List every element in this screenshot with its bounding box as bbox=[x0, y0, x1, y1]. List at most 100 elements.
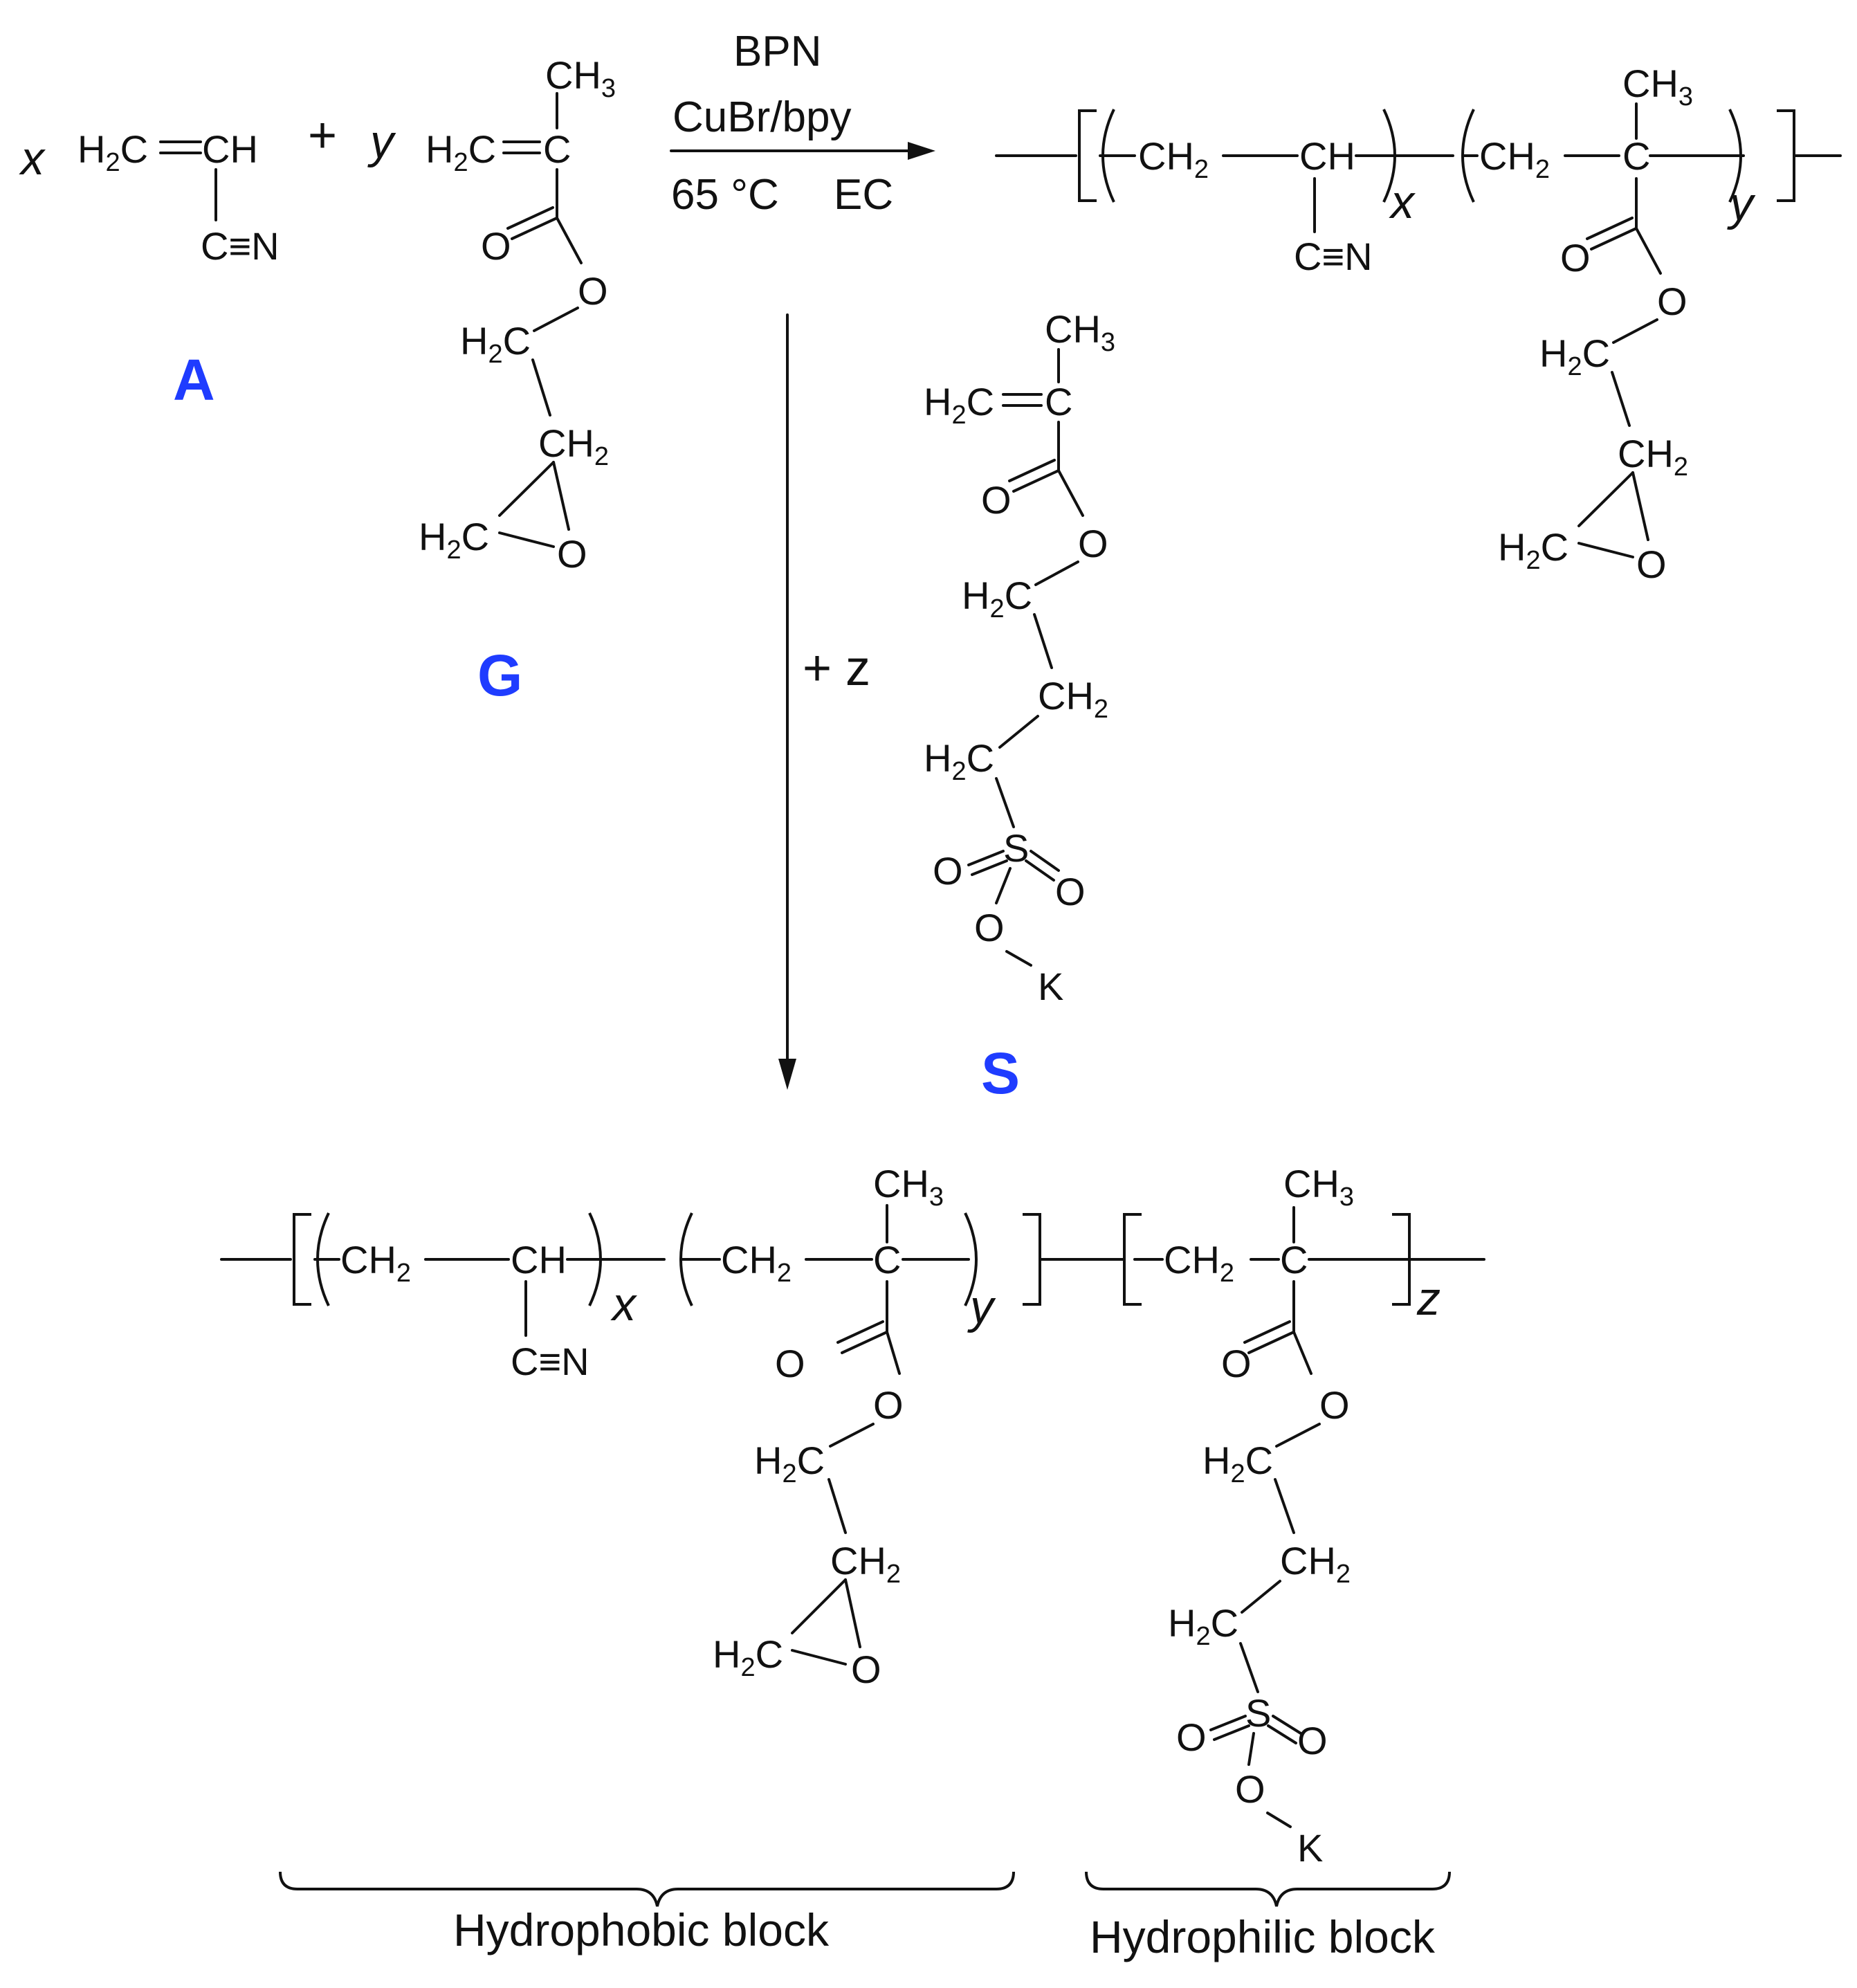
atom-h2c: H2C bbox=[419, 515, 489, 565]
atom-h2c: H2C bbox=[1539, 331, 1610, 381]
atom-h2c: H2C bbox=[1202, 1439, 1273, 1488]
atom-h2c: H2C bbox=[426, 127, 496, 177]
sulfonyl-bond bbox=[1209, 1715, 1247, 1731]
atom-o: O bbox=[981, 478, 1012, 522]
bracket-left bbox=[1078, 109, 1097, 202]
atom-c: C bbox=[543, 127, 571, 171]
sulfonyl-bond bbox=[1267, 1724, 1297, 1744]
methyl-group: CH3 bbox=[545, 53, 616, 103]
hydrophilic-brace bbox=[1085, 1871, 1451, 1907]
bond bbox=[1247, 1732, 1255, 1766]
epoxide-bond bbox=[1631, 471, 1649, 541]
bracket-left bbox=[293, 1213, 311, 1306]
epoxide-bond bbox=[498, 461, 555, 517]
solvent: EC bbox=[834, 171, 893, 219]
monomer-s: H2C C CH3 O O H2C CH2 H2C S O O O K S bbox=[924, 307, 1115, 1106]
carbonyl-bond bbox=[836, 1320, 884, 1344]
atom-o: O bbox=[481, 224, 511, 268]
catalyst: CuBr/bpy bbox=[673, 93, 851, 141]
bond bbox=[531, 358, 551, 417]
epoxide-bond bbox=[552, 461, 570, 531]
atom-ch2: CH2 bbox=[1164, 1238, 1234, 1288]
label-a: A bbox=[173, 347, 215, 412]
atom-o: O bbox=[1560, 236, 1591, 280]
bond bbox=[1275, 1423, 1321, 1448]
arrow-head bbox=[908, 142, 935, 160]
subscript-x: x bbox=[610, 1278, 637, 1331]
subscript-z: z bbox=[1416, 1273, 1440, 1325]
atom-h2c: H2C bbox=[924, 380, 994, 430]
monomer-a: x H2C CH C≡N A bbox=[19, 127, 280, 412]
bond bbox=[556, 217, 583, 264]
methyl-group: CH3 bbox=[873, 1162, 944, 1212]
atom-o: O bbox=[557, 532, 587, 576]
step-two: + z bbox=[778, 313, 870, 1090]
bond bbox=[1057, 469, 1084, 517]
atom-o: O bbox=[1176, 1715, 1207, 1759]
hydrophobic-label: Hydrophobic block bbox=[453, 1904, 830, 1955]
bond bbox=[1241, 1580, 1281, 1614]
atom-o: O bbox=[1297, 1719, 1328, 1762]
bond bbox=[829, 1423, 875, 1448]
carbonyl-bond bbox=[841, 1331, 888, 1354]
methyl-group: CH3 bbox=[1045, 307, 1115, 357]
epoxide-bond bbox=[498, 531, 555, 548]
nitrile-group: C≡N bbox=[201, 224, 280, 268]
carbonyl-bond bbox=[1590, 227, 1638, 250]
atom-ch: CH bbox=[202, 127, 258, 171]
nitrile-group: C≡N bbox=[511, 1340, 589, 1383]
reaction-conditions: BPN CuBr/bpy 65 °C EC bbox=[670, 28, 935, 219]
sulfonyl-bond bbox=[1272, 1715, 1302, 1735]
paren-right bbox=[964, 1212, 978, 1306]
atom-c: C bbox=[1280, 1238, 1308, 1282]
atom-o: O bbox=[1055, 870, 1086, 913]
bond bbox=[827, 1478, 847, 1534]
sulfonyl-bond bbox=[1213, 1724, 1250, 1741]
atom-ch: CH bbox=[511, 1238, 567, 1282]
plus-sign: + bbox=[308, 108, 337, 163]
atom-o: O bbox=[873, 1383, 904, 1427]
atom-o: O bbox=[933, 849, 963, 893]
bond bbox=[995, 777, 1015, 828]
atom-h2c: H2C bbox=[460, 319, 531, 369]
block-copolymer: CH2 CH x C≡N CH2 C CH3 y O O H2C CH2 H2C bbox=[220, 1162, 1485, 1870]
epoxide-bond bbox=[844, 1578, 861, 1648]
atom-h2c: H2C bbox=[1168, 1601, 1238, 1651]
atom-ch2: CH2 bbox=[1038, 674, 1108, 724]
bracket-left bbox=[1123, 1213, 1142, 1306]
atom-ch2: CH2 bbox=[538, 421, 609, 471]
bond bbox=[1239, 1642, 1259, 1693]
plus-z: + z bbox=[803, 641, 870, 696]
atom-o: O bbox=[1078, 522, 1108, 565]
sulfonyl-bond bbox=[1030, 850, 1060, 872]
atom-s: S bbox=[1003, 826, 1029, 870]
bond bbox=[886, 1331, 901, 1375]
bond bbox=[998, 715, 1039, 749]
atom-ch2: CH2 bbox=[340, 1238, 411, 1288]
paren-right bbox=[1382, 109, 1396, 203]
atom-ch2: CH2 bbox=[1479, 134, 1550, 184]
paren-right bbox=[588, 1212, 602, 1306]
epoxide-bond bbox=[791, 1578, 847, 1634]
atom-k: K bbox=[1297, 1826, 1323, 1870]
bond bbox=[995, 867, 1012, 904]
atom-ch2: CH2 bbox=[830, 1539, 901, 1589]
subscript-y: y bbox=[1727, 178, 1756, 230]
label-s: S bbox=[981, 1041, 1020, 1106]
epoxide-bond bbox=[791, 1649, 847, 1666]
atom-ch2: CH2 bbox=[1138, 134, 1209, 184]
carbonyl-bond bbox=[1247, 1331, 1295, 1354]
nitrile-group: C≡N bbox=[1294, 235, 1373, 278]
atom-ch: CH bbox=[1299, 134, 1355, 178]
bond bbox=[533, 307, 579, 332]
coefficient-x: x bbox=[19, 132, 46, 185]
atom-o: O bbox=[775, 1342, 805, 1385]
atom-o: O bbox=[1319, 1383, 1350, 1427]
atom-o: O bbox=[1235, 1767, 1265, 1811]
bond bbox=[1033, 613, 1053, 669]
atom-h2c: H2C bbox=[924, 736, 994, 786]
atom-c: C bbox=[1622, 134, 1650, 178]
atom-ch2: CH2 bbox=[721, 1238, 792, 1288]
bond bbox=[1612, 318, 1658, 344]
